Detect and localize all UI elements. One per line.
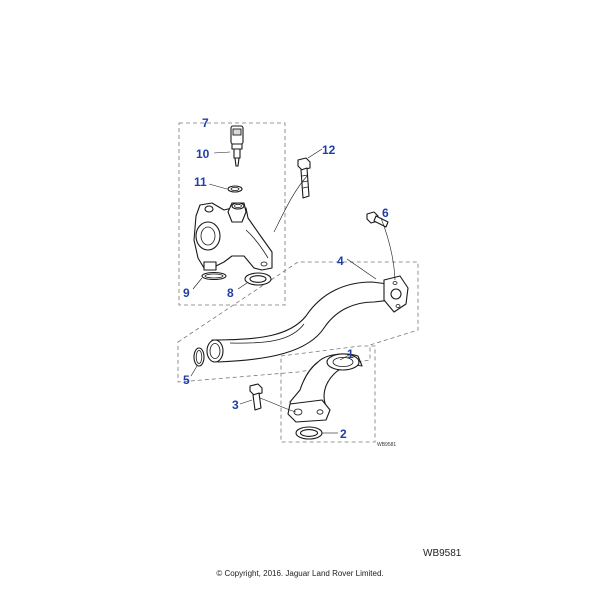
sensor-seal-washer <box>227 185 243 193</box>
callout-5: 5 <box>183 373 190 387</box>
coolant-pipe <box>206 275 409 363</box>
callout-10: 10 <box>196 147 210 161</box>
elbow-gasket <box>295 426 323 440</box>
callout-11: 11 <box>194 175 207 189</box>
callout-9: 9 <box>183 286 190 300</box>
illustration-ref-small: WB9581 <box>377 442 396 448</box>
housing-gasket <box>244 272 272 286</box>
thermostat-o-ring <box>201 271 227 281</box>
thermostat-housing <box>193 202 273 271</box>
group-box-1 <box>280 345 376 443</box>
illustration-ref-label: WB9581 <box>423 548 462 559</box>
callout-1: 1 <box>347 347 354 361</box>
copyright-notice: © Copyright, 2016. Jaguar Land Rover Lim… <box>216 569 384 578</box>
housing-bolt <box>297 157 311 199</box>
callout-8: 8 <box>227 286 234 300</box>
callout-7: 7 <box>202 116 209 130</box>
outlet-elbow <box>287 353 363 423</box>
pipe-bolt <box>366 211 389 228</box>
pipe-o-ring <box>193 347 205 367</box>
callout-4: 4 <box>337 254 344 268</box>
callout-12: 12 <box>322 143 336 157</box>
callout-6: 6 <box>382 206 389 220</box>
elbow-bolt <box>249 383 263 411</box>
callout-2: 2 <box>340 427 347 441</box>
group-box-4 <box>177 261 419 383</box>
group-box-7 <box>178 122 286 306</box>
leader-lines <box>190 148 396 434</box>
temperature-sensor <box>230 125 244 167</box>
callout-3: 3 <box>232 398 239 412</box>
